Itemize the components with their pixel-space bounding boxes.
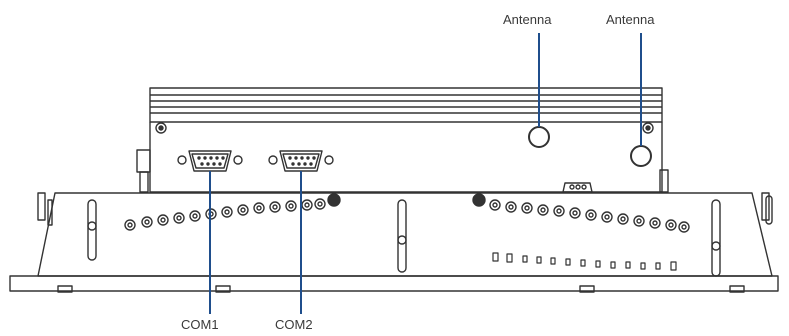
com1-connector (177, 150, 243, 172)
antenna-2-label: Antenna (606, 12, 655, 27)
antenna-2-port (630, 145, 652, 167)
com2-label: COM2 (275, 317, 313, 332)
bottom-housing (9, 192, 779, 293)
antenna-1-label: Antenna (503, 12, 552, 27)
switch-markings (492, 252, 677, 271)
mounting-slots (87, 195, 773, 277)
screw-icon (155, 122, 167, 134)
screw-icon (642, 122, 654, 134)
switch-block (562, 182, 593, 193)
right-io-holes (472, 193, 690, 233)
callout-lines (209, 33, 642, 314)
antenna-1-port (528, 126, 550, 148)
com1-label: COM1 (181, 317, 219, 332)
top-enclosure (149, 87, 663, 193)
com2-connector (268, 150, 334, 172)
left-io-holes (124, 193, 341, 231)
